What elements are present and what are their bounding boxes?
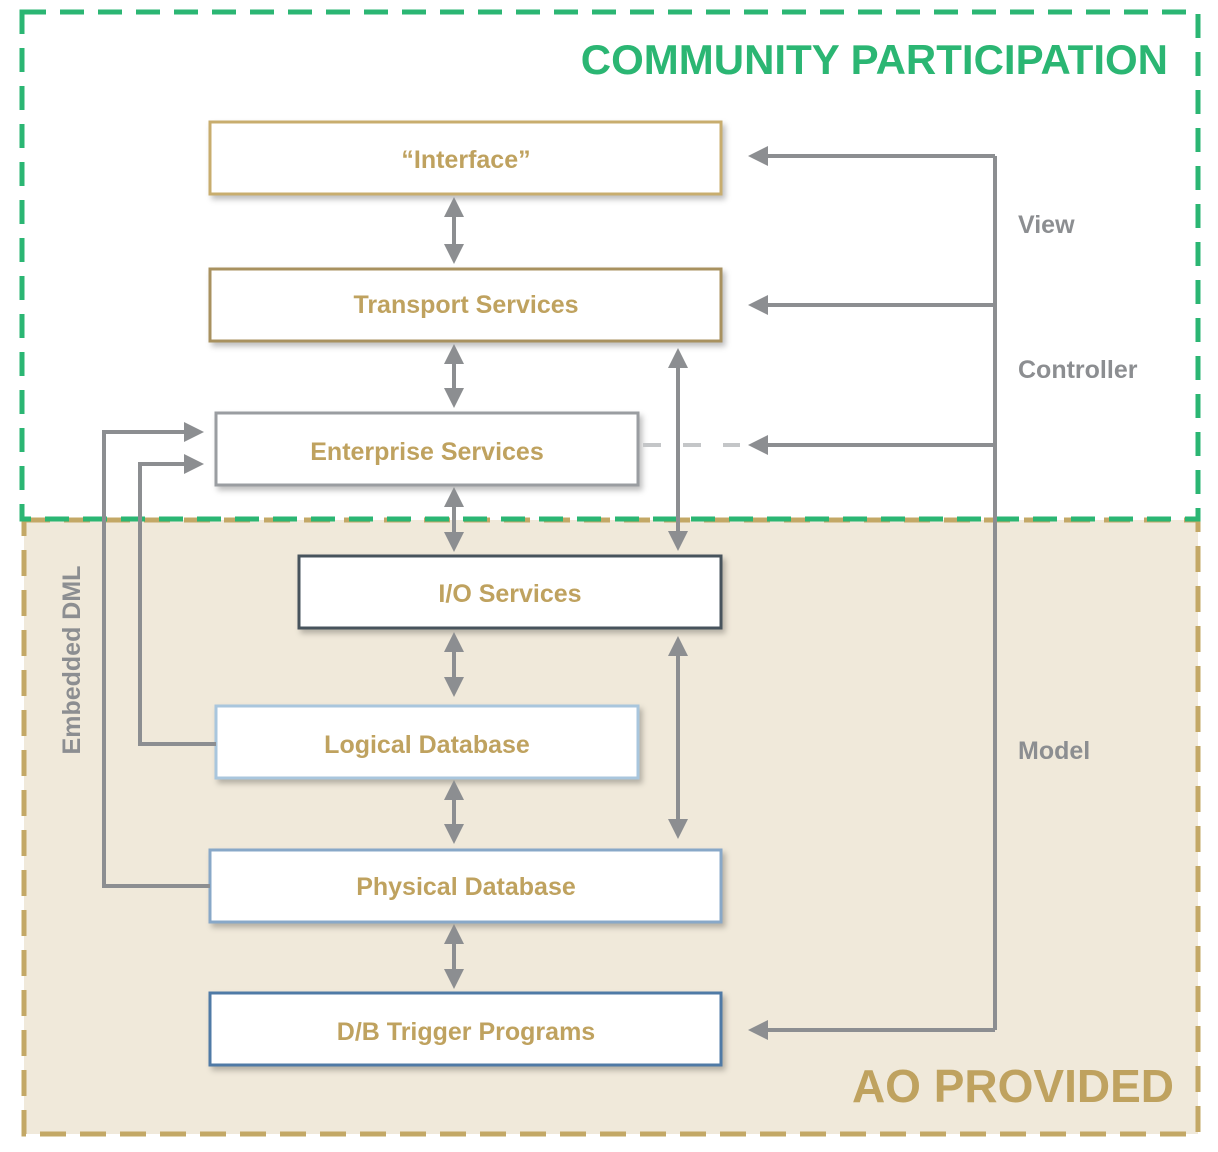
ao-provided-title: AO PROVIDED: [852, 1060, 1174, 1112]
community-participation-region: [19, 9, 1201, 522]
io-services-box: I/O Services: [297, 554, 723, 630]
enterprise-services-label: Enterprise Services: [310, 438, 543, 466]
interface-box: “Interface”: [208, 120, 723, 196]
physical-database-label: Physical Database: [356, 873, 576, 901]
controller-label: Controller: [1018, 356, 1138, 384]
trigger-programs-label: D/B Trigger Programs: [337, 1018, 595, 1046]
community-participation-title: COMMUNITY PARTICIPATION: [581, 36, 1168, 83]
io-services-label: I/O Services: [438, 580, 581, 608]
embedded-dml-connector: [102, 422, 216, 888]
logical-database-box: Logical Database: [214, 704, 640, 780]
embedded-dml-label: Embedded DML: [58, 566, 86, 755]
mvc-connector: [748, 146, 997, 1040]
model-label: Model: [1018, 737, 1090, 765]
enterprise-services-box: Enterprise Services: [214, 411, 640, 487]
logical-database-label: Logical Database: [324, 731, 530, 759]
transport-services-label: Transport Services: [353, 291, 578, 319]
physical-database-box: Physical Database: [208, 848, 723, 924]
view-label: View: [1018, 211, 1075, 239]
transport-services-box: Transport Services: [208, 267, 723, 343]
interface-label: “Interface”: [401, 146, 530, 174]
trigger-programs-box: D/B Trigger Programs: [208, 991, 723, 1067]
